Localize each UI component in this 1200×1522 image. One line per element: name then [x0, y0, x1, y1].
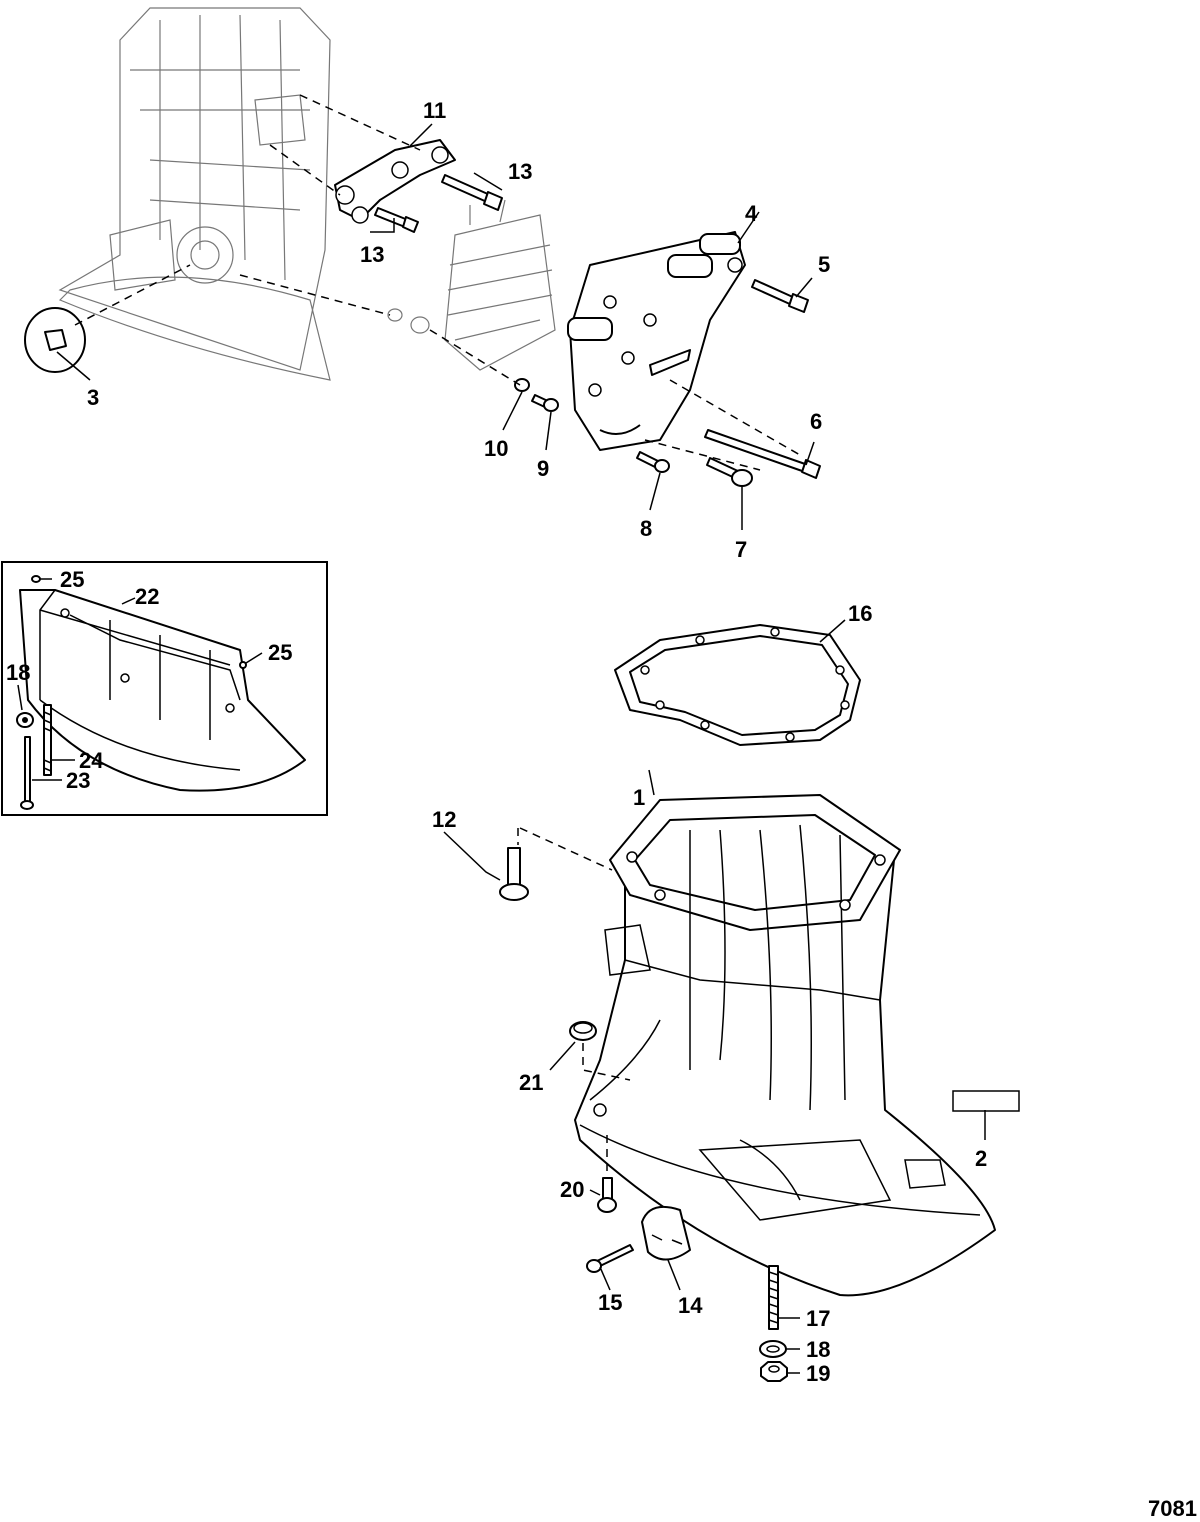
callout-12: 12: [432, 807, 456, 832]
bolt-8: [636, 451, 670, 473]
callout-3: 3: [87, 385, 99, 410]
bolt-20: [597, 1135, 617, 1213]
figure-number: 7081: [1148, 1496, 1197, 1521]
bolt-23: [20, 736, 34, 810]
bolt-15: [586, 1244, 634, 1273]
bolt-9: [531, 394, 559, 412]
callout-4: 4: [745, 201, 758, 226]
decal-2: [952, 1090, 1020, 1112]
inset-box: [1, 561, 328, 816]
callout-8: 8: [640, 516, 652, 541]
washer-pair: [239, 274, 430, 334]
callout-labels: 1 2 3 4 5 6 7 8 9 10 11 12 13 13 14 15 1…: [6, 98, 1197, 1521]
anode-disc: [24, 264, 191, 373]
callout-11: 11: [423, 98, 446, 123]
clamp-14: [641, 1206, 691, 1261]
bolt-13-upper: [441, 174, 503, 211]
callout-23: 23: [66, 768, 90, 793]
mount-bracket: [269, 94, 456, 224]
dowel-25-upper: [31, 575, 41, 583]
bolt-12: [499, 827, 613, 901]
callout-9: 9: [537, 456, 549, 481]
stud-24: [43, 704, 52, 776]
callout-25-upper: 25: [60, 567, 84, 592]
callout-20: 20: [560, 1177, 584, 1202]
nut-19: [760, 1361, 788, 1382]
callout-5: 5: [818, 252, 830, 277]
washer-10: [429, 329, 530, 392]
ghost-housing-assembly: [58, 7, 331, 381]
callout-6: 6: [810, 409, 822, 434]
washer-18-inset: [16, 712, 34, 728]
stud-17: [768, 1265, 779, 1330]
callout-17: 17: [806, 1306, 830, 1331]
plug-21: [569, 1021, 631, 1081]
callout-21: 21: [519, 1070, 543, 1095]
callout-1: 1: [633, 785, 645, 810]
callout-18: 18: [806, 1337, 830, 1362]
washer-18: [759, 1340, 787, 1358]
callout-7: 7: [735, 537, 747, 562]
adapter-plate: [567, 231, 801, 471]
exhaust-bellows: [444, 199, 556, 371]
bolt-13-lower: [374, 207, 419, 233]
leader-lines: [17, 123, 986, 1374]
callout-2: 2: [975, 1146, 987, 1171]
callout-14: 14: [678, 1293, 703, 1318]
callout-10: 10: [484, 436, 508, 461]
gasket-16: [614, 624, 861, 746]
callout-13-upper: 13: [508, 159, 532, 184]
callout-13-lower: 13: [360, 242, 384, 267]
callout-19: 19: [806, 1361, 830, 1386]
callout-15: 15: [598, 1290, 622, 1315]
callout-16: 16: [848, 601, 872, 626]
bolt-5: [751, 279, 809, 313]
driveshaft-housing-1: [574, 794, 996, 1297]
callout-22: 22: [135, 584, 159, 609]
callout-24: 24: [79, 748, 104, 773]
dowel-25-lower: [239, 661, 247, 669]
callout-25-lower: 25: [268, 640, 292, 665]
spacer-22: [19, 589, 306, 792]
callout-18-inset: 18: [6, 660, 30, 685]
